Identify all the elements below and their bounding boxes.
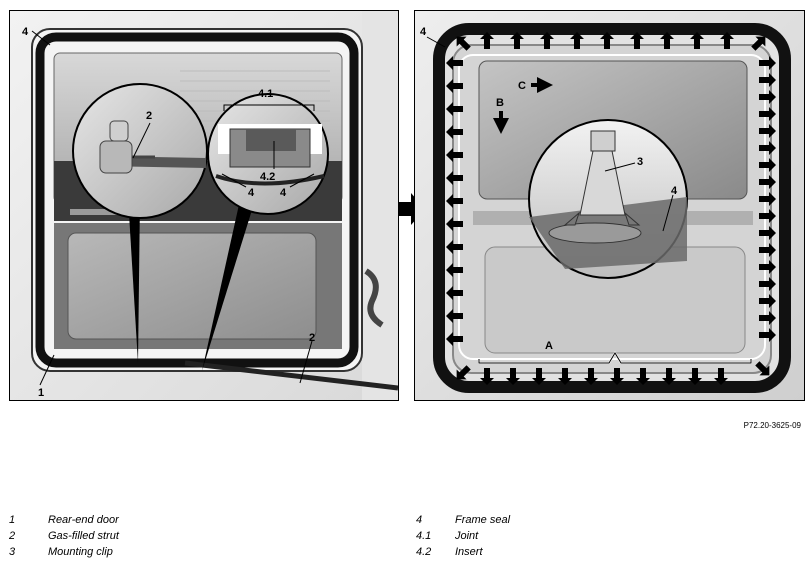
legend-label: Mounting clip bbox=[48, 546, 113, 558]
figure-reference-number: P72.20-3625-09 bbox=[743, 421, 801, 430]
seal-arrow-icon bbox=[751, 36, 766, 51]
seal-arrow-icon bbox=[570, 32, 584, 49]
seal-arrow-icon bbox=[714, 368, 728, 385]
seal-arrow-icon bbox=[759, 226, 776, 240]
seal-arrow-icon bbox=[446, 194, 463, 208]
seal-direction-arrows bbox=[446, 32, 776, 385]
seal-callout-b: 4 bbox=[280, 187, 287, 199]
rear-door-seal-illustration: 2 4.2 4.1 4 4 4 2 1 bbox=[10, 11, 398, 400]
seal-arrow-icon bbox=[446, 171, 463, 185]
seal-arrow-icon bbox=[446, 56, 463, 70]
section-b-label: B bbox=[496, 97, 504, 109]
frame-seal-callout: 4 bbox=[22, 26, 29, 38]
seal-arrow-icon bbox=[630, 32, 644, 49]
seal-arrow-icon bbox=[759, 158, 776, 172]
seal-arrow-icon bbox=[688, 368, 702, 385]
seal-arrow-icon bbox=[759, 311, 776, 325]
seal-arrow-icon bbox=[759, 294, 776, 308]
seal-arrow-icon bbox=[446, 125, 463, 139]
legend-number: 3 bbox=[9, 546, 16, 558]
seal-arrow-icon bbox=[446, 240, 463, 254]
next-step-arrow-icon bbox=[398, 193, 425, 225]
left-illustration-panel: 2 4.2 4.1 4 4 4 2 1 bbox=[9, 10, 399, 401]
legend-label: Frame seal bbox=[455, 514, 511, 526]
seal-arrow-icon bbox=[759, 209, 776, 223]
legend-label: Insert bbox=[455, 546, 483, 558]
seal-arrow-icon bbox=[759, 141, 776, 155]
seal-arrow-icon bbox=[690, 32, 704, 49]
seal-arrow-icon bbox=[446, 332, 463, 346]
seal-arrow-icon bbox=[759, 192, 776, 206]
seal-arrow-icon bbox=[446, 217, 463, 231]
right-illustration-panel: 3 4 B C A 4 bbox=[414, 10, 805, 401]
seal-arrow-icon bbox=[759, 277, 776, 291]
seal-arrow-icon bbox=[720, 32, 734, 49]
seal-arrow-icon bbox=[600, 32, 614, 49]
seal-arrow-icon bbox=[446, 286, 463, 300]
seal-arrow-icon bbox=[558, 368, 572, 385]
legend-number: 4.2 bbox=[416, 546, 432, 558]
seal-arrow-icon bbox=[759, 73, 776, 87]
seal-arrow-icon bbox=[446, 309, 463, 323]
seal-arrow-icon bbox=[446, 79, 463, 93]
seal-arrow-icon bbox=[456, 36, 471, 51]
legend-label: Gas-filled strut bbox=[48, 530, 119, 542]
seal-arrow-icon bbox=[540, 32, 554, 49]
seal-arrow-icon bbox=[759, 90, 776, 104]
door-callout: 1 bbox=[38, 387, 44, 399]
legend-label: Rear-end door bbox=[48, 514, 119, 526]
legend-number: 4 bbox=[416, 514, 423, 526]
seal-arrow-icon bbox=[510, 32, 524, 49]
seal-arrow-icon bbox=[755, 361, 770, 376]
seal-arrow-icon bbox=[610, 368, 624, 385]
seal-arrow-icon bbox=[759, 107, 776, 121]
joint-callout: 4.1 bbox=[258, 88, 273, 100]
legend-label: Joint bbox=[455, 530, 479, 542]
mounting-clip-callout: 3 bbox=[637, 156, 643, 168]
section-a-label: A bbox=[545, 340, 553, 352]
seal-arrow-icon bbox=[532, 368, 546, 385]
section-c-label: C bbox=[518, 80, 526, 92]
seal-arrow-icon bbox=[480, 368, 494, 385]
seal-arrow-icon bbox=[660, 32, 674, 49]
insert-callout: 4.2 bbox=[260, 171, 275, 183]
seal-arrow-icon bbox=[662, 368, 676, 385]
legend-number: 1 bbox=[9, 514, 16, 526]
seal-arrow-icon bbox=[759, 260, 776, 274]
seal-arrow-icon bbox=[636, 368, 650, 385]
clip-seal-callout: 4 bbox=[671, 185, 678, 197]
seal-arrow-icon bbox=[584, 368, 598, 385]
frame-seal-callout-right: 4 bbox=[420, 26, 427, 38]
seal-arrow-icon bbox=[446, 148, 463, 162]
seal-arrow-icon bbox=[759, 175, 776, 189]
seal-arrow-icon bbox=[759, 56, 776, 70]
gas-strut-callout: 2 bbox=[309, 332, 315, 344]
seal-arrow-icon bbox=[480, 32, 494, 49]
seal-arrow-icon bbox=[446, 263, 463, 277]
seal-arrow-icon bbox=[446, 102, 463, 116]
seal-arrow-icon bbox=[759, 243, 776, 257]
seal-arrow-icon bbox=[759, 328, 776, 342]
seal-arrow-icon bbox=[456, 365, 471, 380]
seal-callout-a: 4 bbox=[248, 187, 255, 199]
gas-strut-zoom-callout: 2 bbox=[146, 110, 152, 122]
legend-number: 4.1 bbox=[416, 530, 432, 542]
frame-seal-install-illustration: 3 4 B C A 4 bbox=[415, 11, 804, 400]
seal-arrow-icon bbox=[506, 368, 520, 385]
seal-arrow-icon bbox=[759, 124, 776, 138]
legend-number: 2 bbox=[9, 530, 16, 542]
